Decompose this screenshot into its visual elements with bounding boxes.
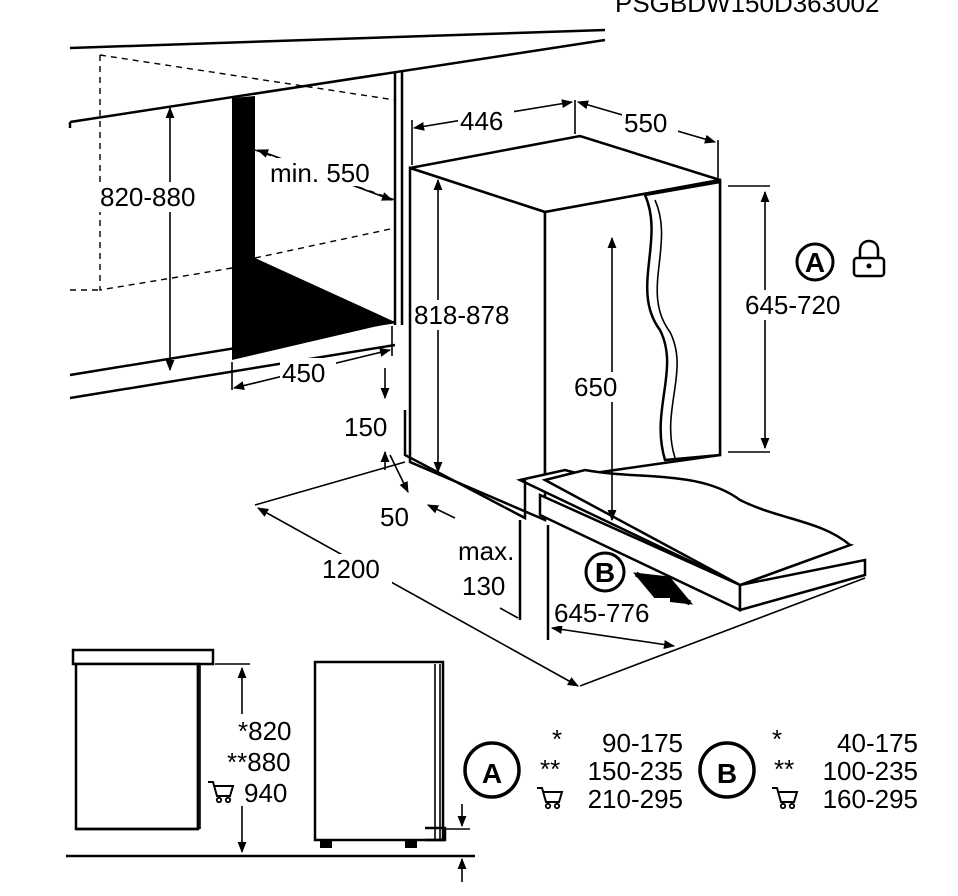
floor-clearance-label: 1200 <box>322 554 380 584</box>
callout-a-letter: A <box>805 247 825 278</box>
plinth-gap-label: 50 <box>380 502 409 532</box>
table-a-value-1: 150-235 <box>588 756 683 786</box>
callout-b-circle <box>584 551 626 593</box>
table-b-circle <box>698 741 756 799</box>
door-offset-label: 446 <box>460 106 503 136</box>
table-a-letter: A <box>482 758 502 789</box>
table-a-mark-0: * <box>552 724 562 754</box>
table-a: A * 90-175 ** 150-235 210-295 <box>463 724 683 814</box>
door-panel <box>643 180 722 462</box>
max-value-label: 130 <box>462 571 505 601</box>
lock-icon <box>852 239 886 278</box>
unit-depth-label: 550 <box>624 108 667 138</box>
max-depth-arrow <box>499 607 519 619</box>
table-b-value-2: 160-295 <box>823 784 918 814</box>
height-row-0: *820 <box>238 716 292 746</box>
door-travel-label: 645-776 <box>554 598 649 628</box>
table-b-value-1: 100-235 <box>823 756 918 786</box>
table-b-mark-1: ** <box>774 754 794 784</box>
unit-height-label: 818-878 <box>414 300 509 330</box>
cart-icon <box>208 781 235 804</box>
table-b-letter: B <box>717 758 737 789</box>
side-view-right <box>313 660 447 848</box>
table-b-mark-0: * <box>772 724 782 754</box>
floor-clearance-arrow <box>257 507 579 687</box>
height-row-1: **880 <box>227 747 291 777</box>
cart-icon <box>537 787 564 810</box>
door-panel-height-label: 645-720 <box>745 290 840 320</box>
table-a-mark-1: ** <box>540 754 560 784</box>
niche-width-label: 450 <box>282 358 325 388</box>
callout-b-letter: B <box>595 557 615 588</box>
door-travel-double-arrow <box>632 571 694 606</box>
cart-icon <box>772 787 799 810</box>
table-a-value-2: 210-295 <box>588 784 683 814</box>
table-b: B * 40-175 ** 100-235 160-295 <box>698 724 918 814</box>
side-view-left <box>71 648 215 831</box>
door-travel-arrow <box>550 625 676 649</box>
niche-height-label: 820-880 <box>100 182 195 212</box>
niche-depth-label: min. 550 <box>270 158 370 188</box>
plinth-height-label: 150 <box>344 412 387 442</box>
niche-side-panel <box>232 96 395 360</box>
height-row-2-value: 940 <box>244 778 287 808</box>
inner-height-label: 650 <box>574 372 617 402</box>
table-a-value-0: 90-175 <box>602 728 683 758</box>
table-a-circle <box>463 741 521 799</box>
table-b-value-0: 40-175 <box>837 728 918 758</box>
callout-a-circle <box>795 242 835 282</box>
height-rows: *820 **880 940 <box>208 716 292 808</box>
model-code: PSGBDW150D363002 <box>615 0 879 18</box>
max-label: max. <box>458 536 514 566</box>
